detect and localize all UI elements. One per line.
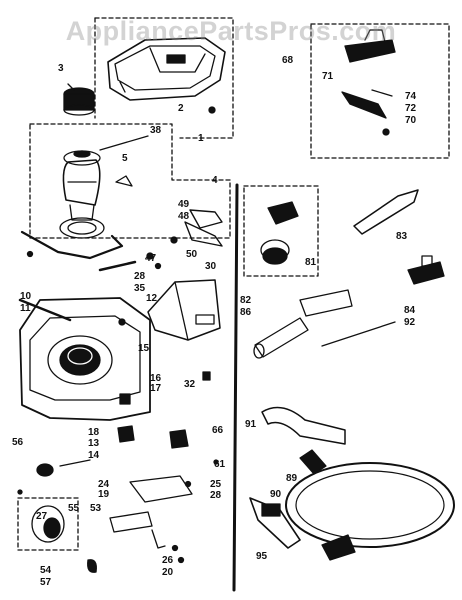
callout-50: 50: [186, 249, 198, 260]
hose-part: [249, 449, 455, 561]
callout-49: 49: [178, 199, 190, 210]
callout-66: 66: [212, 425, 224, 436]
filter-part: [63, 83, 95, 116]
callout-71: 71: [322, 71, 334, 82]
nozzle-box: [310, 23, 450, 159]
callout-82: 82: [240, 295, 252, 306]
callout-91: 91: [245, 419, 257, 430]
latch-parts: [146, 209, 223, 270]
callout-83: 83: [396, 231, 408, 242]
canister-part: [18, 297, 211, 421]
center-divider: [232, 183, 239, 592]
switch-parts: [109, 425, 219, 564]
callout-32: 32: [184, 379, 196, 390]
callout-35: 35: [134, 283, 146, 294]
callout-47: 47: [145, 253, 157, 264]
attachment-box: [243, 185, 319, 277]
inlet-part: [147, 279, 221, 341]
callout-24: 24: [98, 479, 110, 490]
callout-55: 55: [68, 503, 80, 514]
callout-16: 16: [150, 373, 162, 384]
callout-11: 11: [20, 303, 31, 314]
curved-wand: [261, 406, 346, 445]
callout-95: 95: [256, 551, 268, 562]
motor-group: [29, 123, 231, 239]
callout-25: 25: [210, 479, 222, 490]
callout-4: 4: [212, 175, 218, 186]
cord-reel-group: [17, 459, 97, 573]
callout-26: 26: [162, 555, 174, 566]
callout-70: 70: [405, 115, 417, 126]
callout-54: 54: [40, 565, 52, 576]
callout-14: 14: [88, 450, 100, 461]
callout-84: 84: [404, 305, 416, 316]
callout-19: 19: [98, 489, 110, 500]
callout-30: 30: [205, 261, 217, 272]
callout-2: 2: [178, 103, 184, 114]
callout-10: 10: [20, 291, 32, 302]
callout-20: 20: [162, 567, 174, 578]
callout-61: 61: [214, 459, 226, 470]
callout-56: 56: [12, 437, 24, 448]
callout-74: 74: [405, 91, 417, 102]
callout-1: 1: [198, 133, 204, 144]
callout-90: 90: [270, 489, 282, 500]
callout-13: 13: [88, 438, 100, 449]
callout-89: 89: [286, 473, 298, 484]
callout-92: 92: [404, 317, 416, 328]
callout-18: 18: [88, 427, 100, 438]
callout-12: 12: [146, 293, 158, 304]
gasket-part: [20, 230, 124, 260]
callout-28-upper: 28: [134, 271, 146, 282]
callout-5: 5: [122, 153, 128, 164]
crevice-tool: [353, 189, 419, 235]
callout-3: 3: [58, 63, 64, 74]
callout-27: 27: [36, 511, 48, 522]
callout-48: 48: [178, 211, 190, 222]
extension-wands: [253, 289, 396, 359]
top-lid-group: [94, 17, 234, 139]
callout-57: 57: [40, 577, 52, 588]
callout-15: 15: [138, 343, 150, 354]
callout-28-lower: 28: [210, 490, 222, 501]
callout-81: 81: [305, 257, 317, 268]
dusting-brush: [407, 255, 445, 285]
callout-72: 72: [405, 103, 417, 114]
callout-38: 38: [150, 125, 162, 136]
callout-68: 68: [282, 55, 294, 66]
callout-86: 86: [240, 307, 252, 318]
callout-17: 17: [150, 383, 162, 394]
callout-53: 53: [90, 503, 102, 514]
